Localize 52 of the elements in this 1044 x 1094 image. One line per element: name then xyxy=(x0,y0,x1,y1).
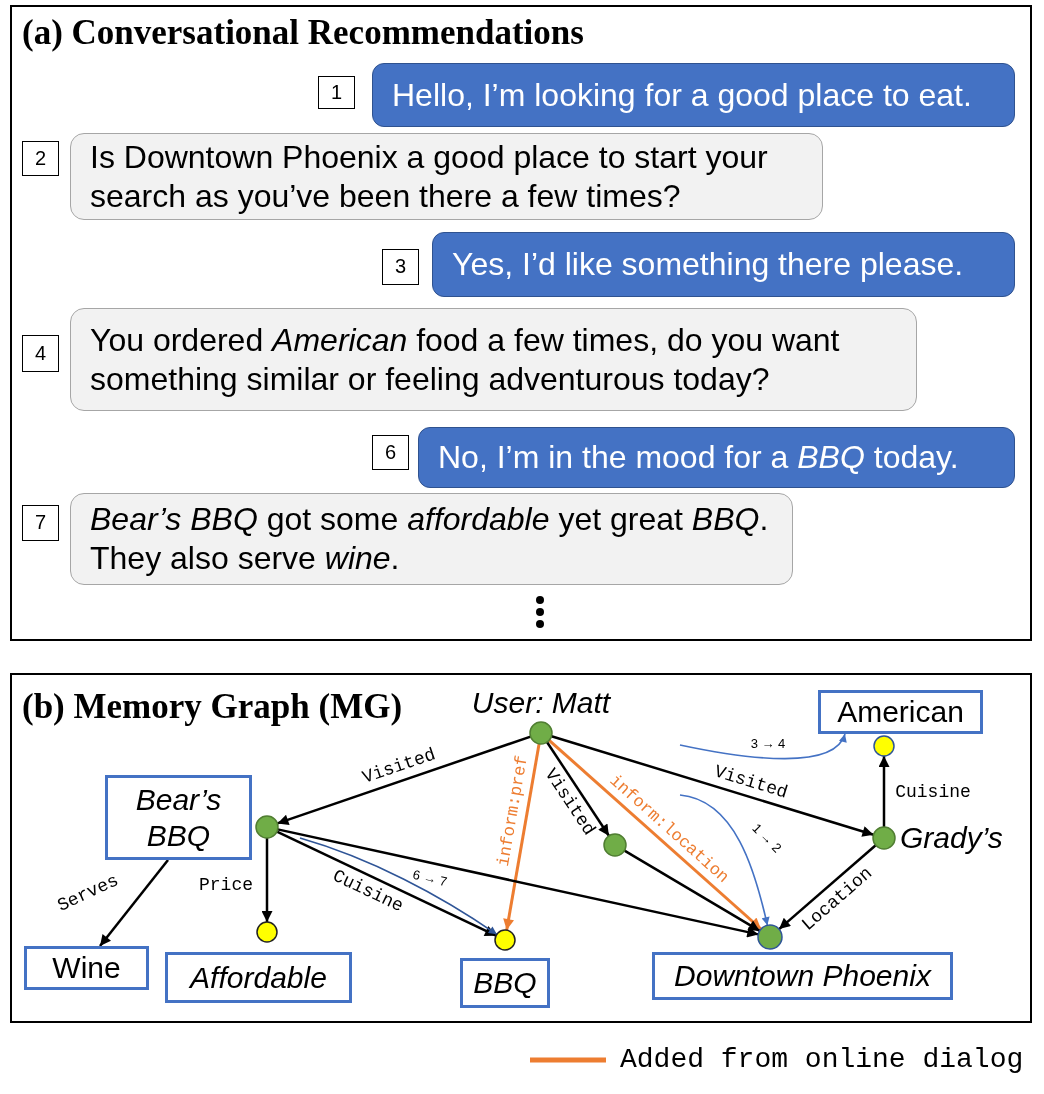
value-node-dot xyxy=(493,928,517,952)
graph-node-box: Affordable xyxy=(165,952,352,1003)
legend-label: Added from online dialog xyxy=(620,1046,1024,1074)
edge-label: 3 → 4 xyxy=(750,736,786,750)
edge-label: Cuisine xyxy=(895,783,971,801)
arrow xyxy=(99,859,169,947)
arrow xyxy=(878,756,890,827)
user-message-bubble: No, I’m in the mood for a BBQ today. xyxy=(418,427,1015,488)
panel-frame xyxy=(10,673,1032,1023)
arrow xyxy=(261,838,273,922)
entity-node-dot xyxy=(871,825,897,851)
graph-node-box: Bear’s BBQ xyxy=(105,775,252,860)
panel-title: (b) Memory Graph (MG) xyxy=(22,686,403,728)
arrow xyxy=(277,735,531,826)
edge-label: 1 → 2 xyxy=(750,821,784,855)
user-message-bubble: Hello, I’m looking for a good place to eat. xyxy=(372,63,1015,127)
turn-number: 7 xyxy=(22,505,59,541)
system-message-bubble: You ordered American food a few times, do you want something similar or feeling adventurous today? xyxy=(70,308,917,411)
entity-node-dot xyxy=(254,814,280,840)
arrow xyxy=(548,739,762,931)
graph-node-box: Wine xyxy=(24,946,149,990)
turn-number: 2 xyxy=(22,141,59,176)
arrow xyxy=(623,849,761,932)
graph-node-box: Downtown Phoenix xyxy=(652,952,953,1000)
user-message-bubble: Yes, I’d like something there please. xyxy=(432,232,1015,297)
arrow xyxy=(551,735,874,837)
turn-number: 6 xyxy=(372,435,409,470)
curved-arrow xyxy=(679,733,846,760)
arrow xyxy=(503,743,541,931)
curved-arrow xyxy=(679,794,770,927)
turn-number: 1 xyxy=(318,76,355,109)
value-node-dot xyxy=(872,734,896,758)
panel-frame xyxy=(10,5,1032,641)
edge-label: Price xyxy=(199,876,253,894)
curved-arrow xyxy=(299,837,498,936)
system-message-bubble: Is Downtown Phoenix a good place to start your search as you’ve been there a few times? xyxy=(70,133,823,220)
edge-label: 6 → 7 xyxy=(411,867,449,889)
graph-node-box: American xyxy=(818,690,983,734)
arrow xyxy=(277,828,759,938)
value-node-dot xyxy=(255,920,279,944)
node-label: User: Matt xyxy=(471,688,611,718)
arrow xyxy=(546,741,610,837)
turn-number: 3 xyxy=(382,249,419,285)
system-message-bubble: Bear’s BBQ got some affordable yet great BBQ. They also serve wine. xyxy=(70,493,793,585)
arrow xyxy=(276,830,497,937)
entity-node-dot xyxy=(756,923,784,951)
node-label: Grady’s xyxy=(900,823,1003,853)
arrow xyxy=(778,844,877,931)
graph-node-box: BBQ xyxy=(460,958,550,1008)
turn-number: 4 xyxy=(22,335,59,372)
entity-node-dot xyxy=(528,720,554,746)
panel-title: (a) Conversational Recommendations xyxy=(22,12,584,54)
